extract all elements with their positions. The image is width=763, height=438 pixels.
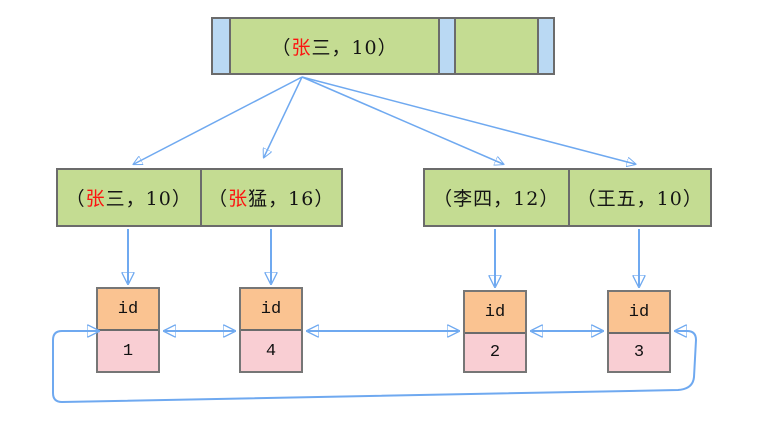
key-text-pre: （ <box>271 36 292 59</box>
leaf-id-label: id <box>465 292 525 334</box>
root-empty-cell <box>454 19 537 73</box>
root-node: （张三，10） <box>211 17 555 75</box>
arrow-root-to-branch-cell-4 <box>301 76 635 164</box>
key-text-highlight: 张 <box>228 188 249 210</box>
leaf-id-value: 4 <box>241 331 301 371</box>
branch-key-cell: （王五，10） <box>567 170 710 225</box>
branch-key-cell: （张猛，16） <box>199 170 341 225</box>
key-text-highlight: 张 <box>291 36 312 59</box>
arrow-root-to-branch-cell-3 <box>301 76 503 164</box>
key-text-pre: （王五，10） <box>576 188 703 210</box>
branch-node-right: （李四，12） （王五，10） <box>423 168 712 227</box>
pointer-cell <box>537 19 553 73</box>
leaf-id-value: 3 <box>609 334 669 371</box>
leaf-node: id 4 <box>239 287 303 373</box>
key-text-post: 猛，16） <box>248 188 335 210</box>
pointer-cell <box>213 19 229 73</box>
branch-node-left: （张三，10） （张猛，16） <box>56 168 343 227</box>
leaf-id-label: id <box>98 289 158 331</box>
key-text-pre: （ <box>208 188 229 210</box>
leaf-node: id 2 <box>463 290 527 373</box>
pointer-cell <box>438 19 455 73</box>
leaf-node: id 1 <box>96 287 160 373</box>
key-text-pre: （李四，12） <box>433 188 560 210</box>
leaf-id-label: id <box>609 292 669 334</box>
key-text-highlight: 张 <box>85 188 106 210</box>
arrow-root-to-branch-cell-2 <box>264 76 303 157</box>
key-text-pre: （ <box>65 188 86 210</box>
root-key-cell: （张三，10） <box>229 19 439 73</box>
arrow-root-to-branch-cell-1 <box>134 76 303 164</box>
leaf-id-value: 1 <box>98 331 158 371</box>
leaf-node: id 3 <box>607 290 671 373</box>
leaf-id-value: 2 <box>465 334 525 371</box>
leaf-id-label: id <box>241 289 301 331</box>
key-text-post: 三，10） <box>311 36 398 59</box>
branch-key-cell: （李四，12） <box>425 170 568 225</box>
branch-key-cell: （张三，10） <box>58 170 200 225</box>
key-text-post: 三，10） <box>105 188 192 210</box>
